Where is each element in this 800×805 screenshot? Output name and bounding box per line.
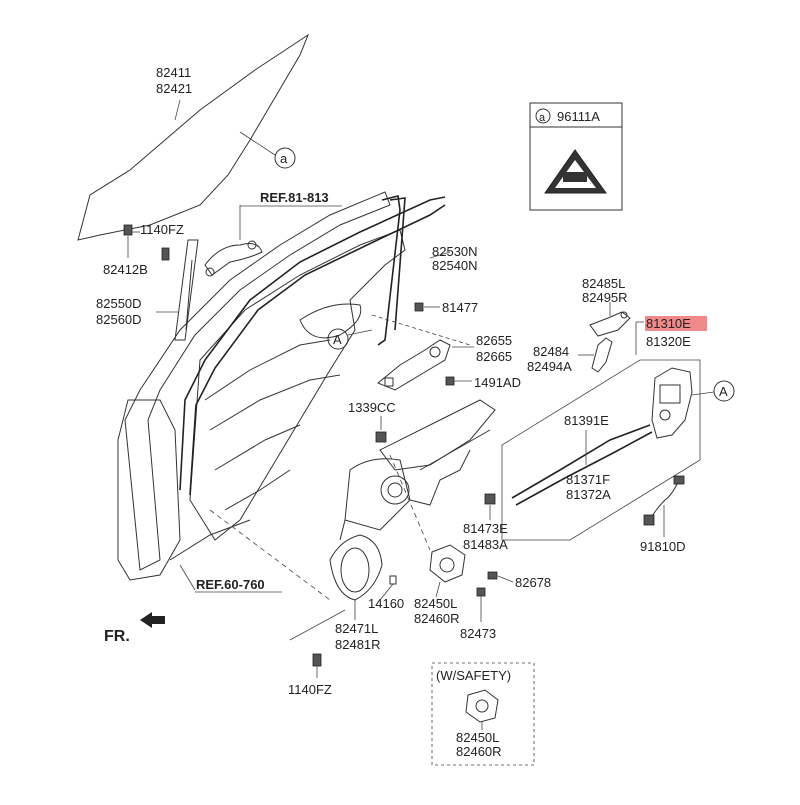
bolt-1140fz-bottom (312, 653, 322, 667)
channel-leader (429, 251, 451, 259)
glass-label-2: 82421 (156, 81, 192, 96)
bolt-81477 (414, 302, 424, 312)
door-inner-panel (117, 191, 406, 581)
actuator-wire (643, 475, 685, 526)
regulator-motor (429, 544, 466, 583)
motor-label-1: 82450L (414, 596, 457, 611)
safety-motor-label-2: 82460R (456, 744, 502, 759)
front-arrow-icon (140, 612, 165, 628)
window-regulator (329, 399, 496, 601)
latch-label-highlighted[interactable]: 81310E (646, 316, 691, 331)
bracket-82485-label-1: 82485L (582, 276, 625, 291)
grommet-label: 14160 (368, 596, 404, 611)
bolt-82473-label: 82473 (460, 626, 496, 641)
regulator-label-1: 82471L (335, 621, 378, 636)
ref-60-760-label: REF.60-760 (196, 577, 265, 592)
lower-channel-label-2: 82560D (96, 312, 142, 327)
bolt-1491ad (445, 376, 455, 386)
callout-a-leader (239, 131, 276, 156)
glass-label-1: 82411 (156, 65, 191, 80)
callout-A-right-text: A (719, 384, 728, 399)
motor-label-2: 82460R (414, 611, 460, 626)
outside-handle (204, 240, 263, 277)
safety-box (431, 662, 535, 766)
lock-link-label-2: 81483A (463, 537, 508, 552)
lock-link-label-1: 81473E (463, 521, 508, 536)
handle-dashed-lead (371, 314, 471, 346)
inside-handle-label-2: 82665 (476, 349, 512, 364)
callout-a-circle (274, 147, 296, 169)
actuator-wire-label: 91810D (640, 539, 686, 554)
lower-channel (174, 239, 199, 341)
bolt-81477-label: 81477 (442, 300, 478, 315)
outside-handle-bracket (589, 311, 631, 337)
safety-title: (W/SAFETY) (436, 668, 511, 683)
callout-A-right-leader (691, 391, 715, 396)
warning-label-box (529, 102, 623, 211)
latch-cables (511, 424, 653, 506)
bolt-82678-label: 82678 (515, 575, 551, 590)
glass-clip-label: 82412B (103, 262, 148, 277)
regulator-label-2: 82481R (335, 637, 381, 652)
bolt-82473 (476, 587, 486, 597)
motor-leader (435, 581, 441, 598)
door-glass (77, 33, 310, 241)
ref-60-leader (179, 564, 196, 591)
safety-motor-part (465, 689, 499, 723)
bolt-82678-leader (497, 575, 514, 583)
bolt-1491ad-label: 1491AD (474, 375, 521, 390)
callout-a-text: a (280, 151, 288, 166)
nut-1339cc-label: 1339CC (348, 400, 396, 415)
bracket-82484 (591, 337, 613, 373)
bolt-1140fz-top-label: 1140FZ (140, 222, 184, 237)
front-label: FR. (104, 628, 130, 645)
channel-label-2: 82540N (432, 258, 478, 273)
safety-motor-label-1: 82450L (456, 730, 499, 745)
channel-label-1: 82530N (432, 244, 478, 259)
grommet-14160 (389, 575, 397, 585)
bolt-82678 (487, 571, 498, 580)
nut-1339cc (375, 431, 387, 443)
glass-run-channel (179, 195, 446, 496)
callout-A-right-circle (713, 380, 735, 402)
bolt-1140fz-bottom-label: 1140FZ (288, 682, 332, 697)
callout-A-left-leader (347, 329, 373, 336)
latch-label-other: 81320E (646, 334, 691, 349)
bracket-82484-label-1: 82484 (533, 344, 569, 359)
latch-assembly-box (501, 359, 701, 541)
lower-channel-label-1: 82550D (96, 296, 142, 311)
callout-A-left-text: A (333, 332, 342, 347)
warning-label-a: a (539, 112, 546, 124)
assembly-dashed-2 (389, 454, 431, 551)
grommet-leader (379, 583, 394, 601)
glass-clip-bolt (123, 224, 170, 261)
cable-label-3: 81372A (566, 487, 611, 502)
latch-highlight-box (645, 316, 707, 331)
bracket-82484-label-2: 82494A (527, 359, 572, 374)
ref-81-813-label: REF.81-813 (260, 190, 329, 205)
callout-A-left-circle (327, 328, 349, 350)
inside-handle (377, 339, 451, 391)
glass-leader (174, 99, 181, 121)
lock-link-part (484, 493, 496, 505)
cable-label-2: 81371F (566, 472, 610, 487)
warning-label-number: 96111A (557, 109, 600, 124)
bracket-82485-label-2: 82495R (582, 290, 628, 305)
inside-handle-label-1: 82655 (476, 333, 512, 348)
bolt-1140fz-bottom-leader-2 (289, 609, 346, 641)
cable-label-1: 81391E (564, 413, 609, 428)
assembly-dashed-1 (209, 509, 331, 601)
door-latch (651, 367, 693, 439)
